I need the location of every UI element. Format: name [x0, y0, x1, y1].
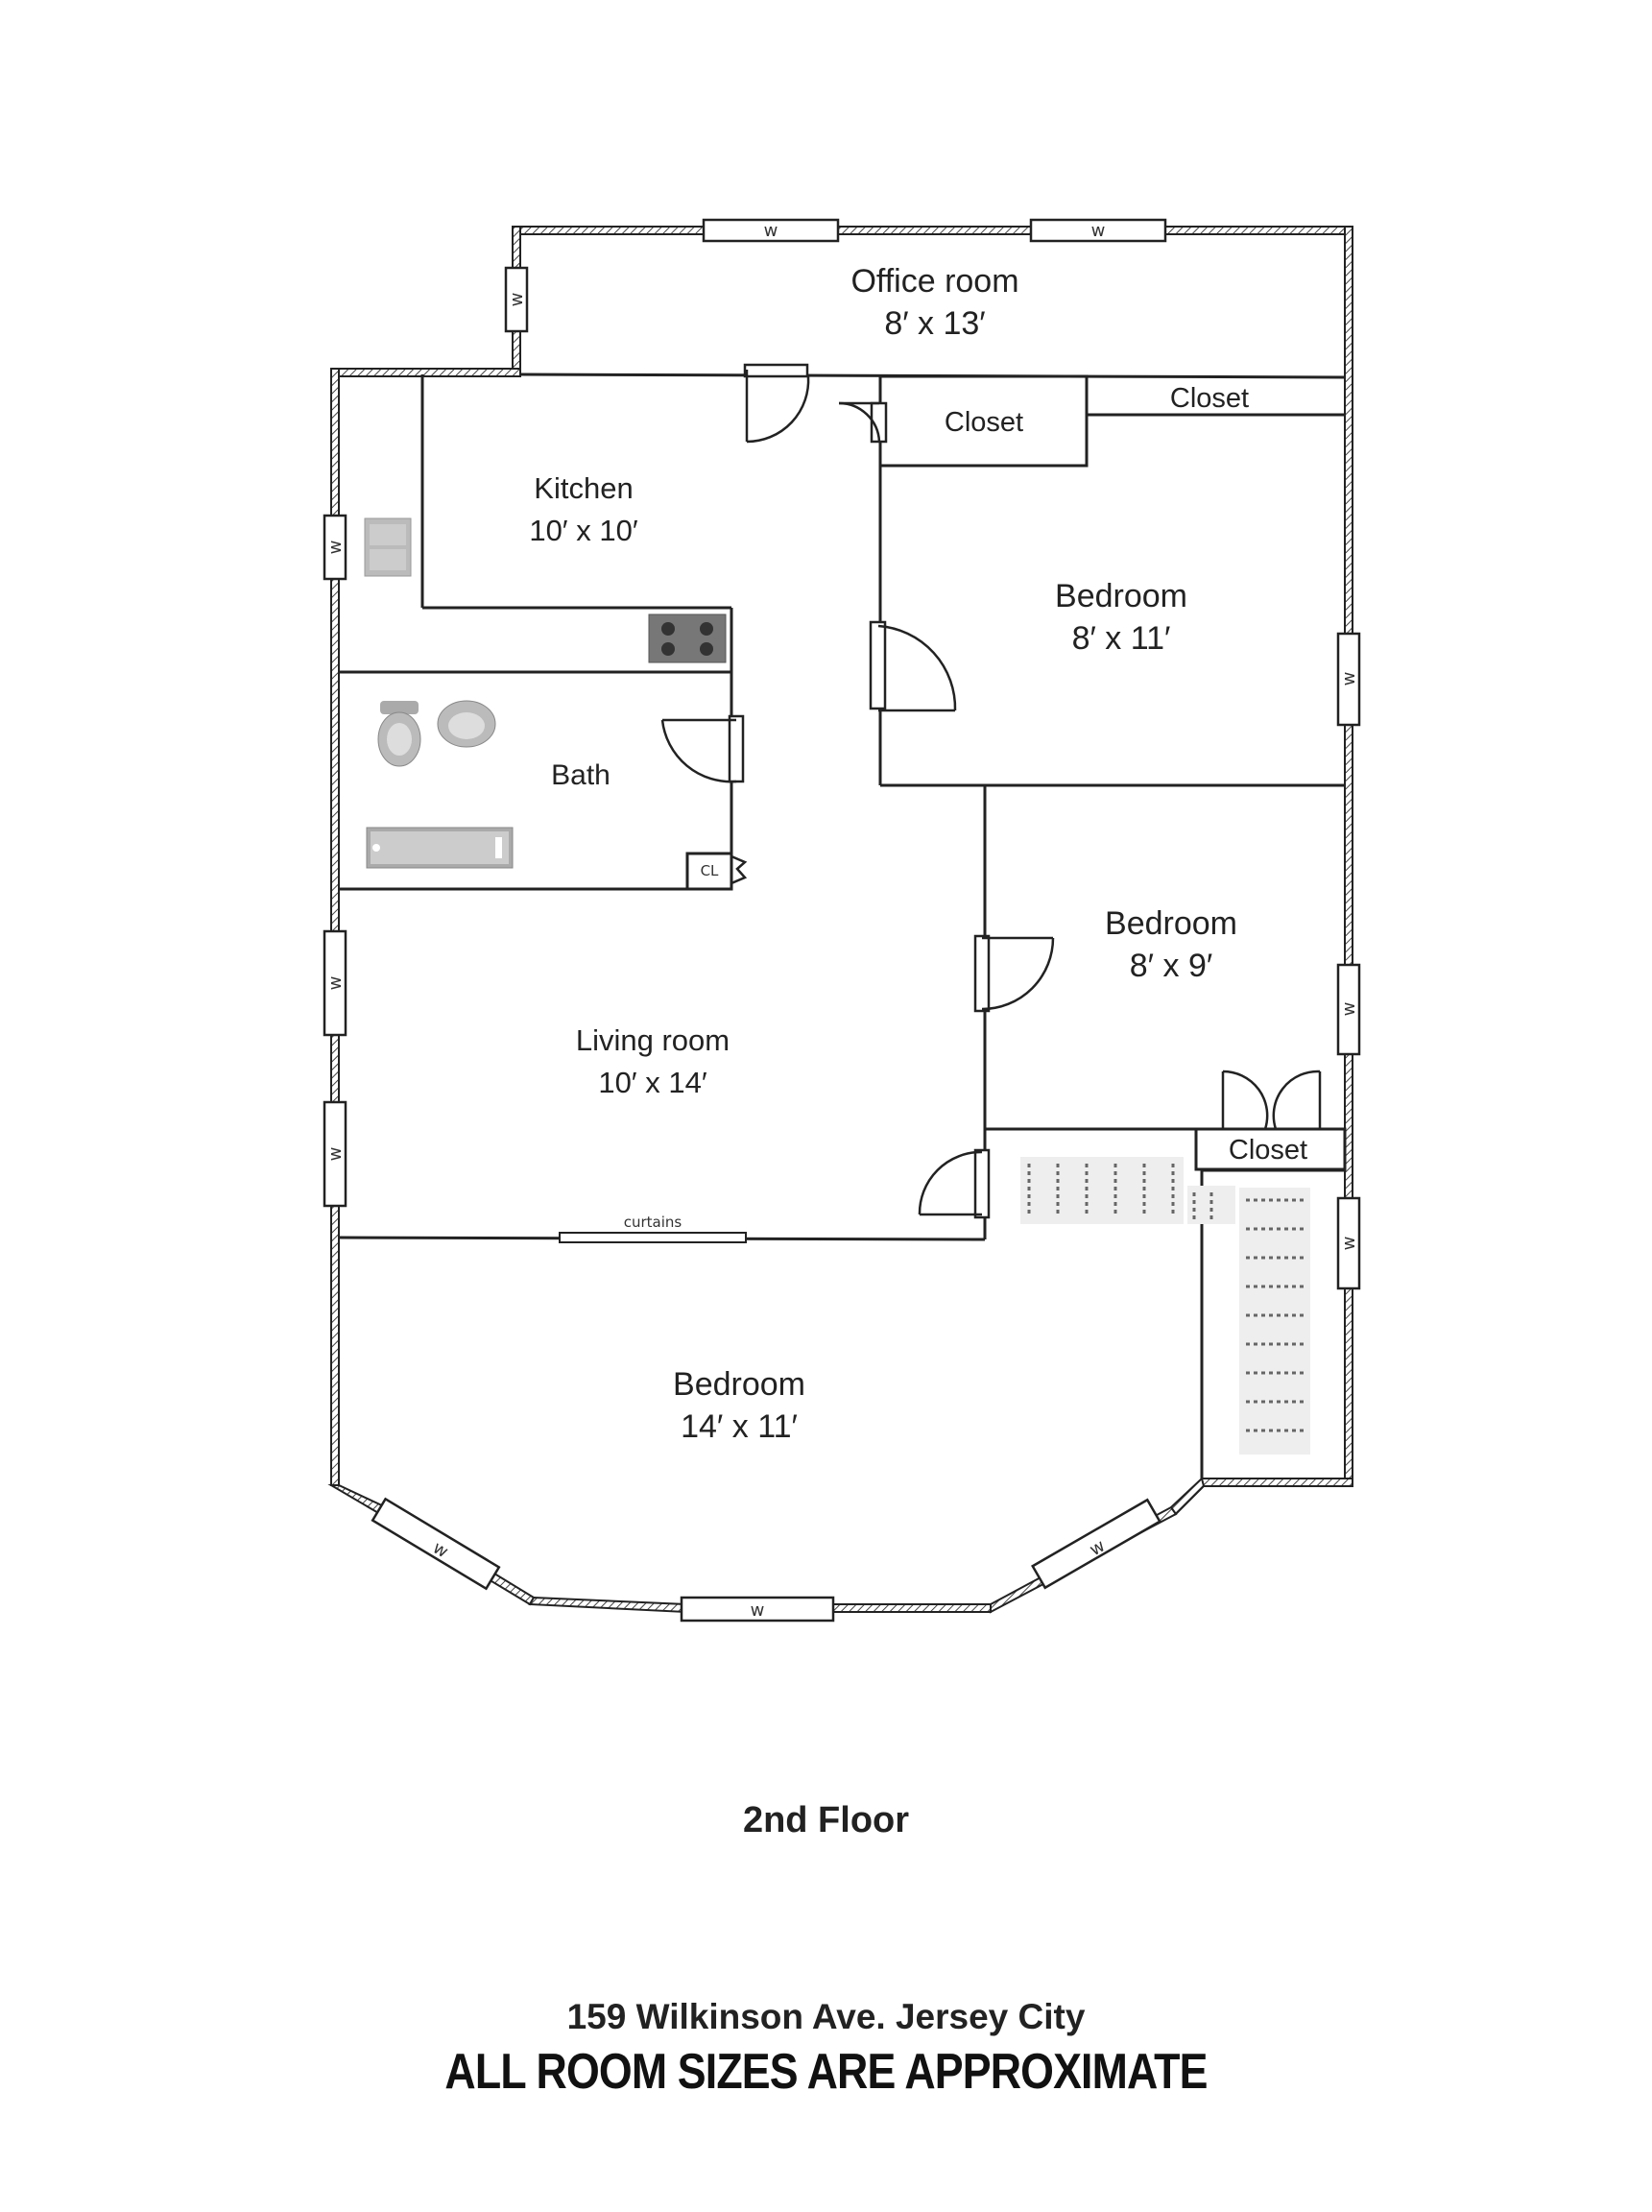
svg-text:w: w — [1339, 1237, 1359, 1251]
stove-icon — [648, 613, 727, 663]
window-bay-3: w — [1031, 1498, 1161, 1590]
closet-1-name: Closet — [945, 407, 1023, 438]
window-office-3: w — [504, 266, 529, 333]
kitchen-sink-icon — [364, 517, 412, 577]
window-bedroom-ne: w — [1336, 632, 1361, 727]
floor-title: 2nd Floor — [742, 1800, 910, 1840]
bedroom-s-size: 14′ x 11′ — [681, 1408, 798, 1445]
bath-name: Bath — [551, 759, 611, 791]
room-labels: Office room 8′ x 13′ Kitchen 10′ x 10′ B… — [529, 263, 1307, 1445]
svg-text:curtains: curtains — [624, 1214, 682, 1231]
fixtures — [364, 517, 1310, 1455]
door-closet-1 — [838, 401, 888, 444]
address: 159 Wilkinson Ave. Jersey City — [566, 1997, 1086, 2036]
window-bay-2: w — [680, 1596, 835, 1623]
windows: w w w w w w w w w w w w — [323, 218, 1361, 1623]
living-room-name: Living room — [576, 1023, 730, 1057]
closet-3-name: Closet — [1229, 1135, 1307, 1166]
door-kitchen-office — [743, 363, 810, 444]
door-bedroom-ne — [869, 620, 957, 712]
window-bay-1: w — [371, 1497, 501, 1591]
door-living-south — [918, 1148, 991, 1219]
bedroom-ne-name: Bedroom — [1055, 578, 1187, 614]
window-bedroom-e: w — [1336, 963, 1361, 1056]
living-room-size: 10′ x 14′ — [598, 1066, 707, 1099]
kitchen-size: 10′ x 10′ — [529, 514, 638, 547]
curtains: curtains — [559, 1214, 747, 1243]
svg-text:w: w — [1091, 221, 1106, 241]
bedroom-e-size: 8′ x 9′ — [1130, 948, 1212, 984]
svg-text:w: w — [325, 1147, 346, 1162]
svg-text:w: w — [1339, 1002, 1359, 1017]
door-bath — [660, 714, 745, 783]
window-office-2: w — [1029, 218, 1167, 243]
svg-text:w: w — [764, 221, 778, 241]
toilet-icon — [377, 701, 421, 767]
office-room-size: 8′ x 13′ — [884, 305, 985, 342]
door-bedroom-e — [973, 934, 1055, 1013]
bedroom-ne-size: 8′ x 11′ — [1072, 620, 1171, 657]
kitchen-name: Kitchen — [534, 471, 633, 505]
bedroom-e-name: Bedroom — [1105, 905, 1237, 942]
door-closet-3-right — [1272, 1070, 1322, 1130]
bedroom-s-name: Bedroom — [673, 1366, 805, 1403]
svg-text:w: w — [1339, 672, 1359, 686]
bathtub-icon — [366, 827, 514, 869]
window-living-1: w — [323, 929, 347, 1037]
doors — [660, 363, 1322, 1219]
door-closet-3-left — [1221, 1070, 1269, 1130]
storage-shelves — [1020, 1157, 1310, 1455]
bathroom-sink-icon — [437, 700, 496, 748]
svg-text:w: w — [507, 293, 527, 307]
office-room-name: Office room — [850, 263, 1018, 300]
svg-text:w: w — [751, 1600, 765, 1621]
cl-label: CL — [701, 862, 719, 879]
disclaimer: ALL ROOM SIZES ARE APPROXIMATE — [444, 2044, 1208, 2100]
svg-text:w: w — [325, 541, 346, 555]
closet-2-name: Closet — [1170, 383, 1249, 414]
window-living-2: w — [323, 1100, 347, 1208]
door-cl — [730, 854, 748, 885]
window-closet-east: w — [1336, 1196, 1361, 1290]
window-kitchen: w — [323, 514, 347, 581]
svg-text:w: w — [325, 976, 346, 991]
window-office-1: w — [702, 218, 840, 243]
